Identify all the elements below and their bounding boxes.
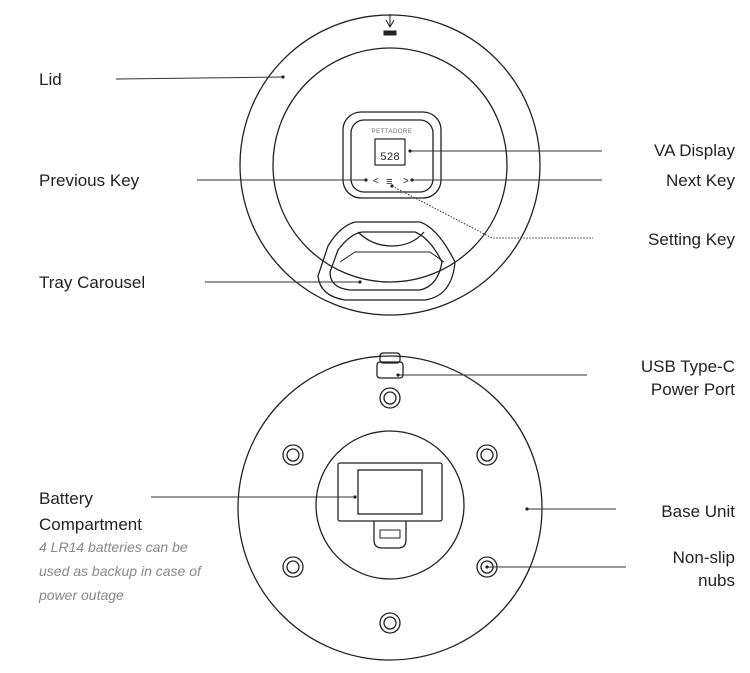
usb-port-bump <box>379 352 401 364</box>
label-next-key: Next Key <box>666 171 735 190</box>
label-setting-key: Setting Key <box>648 230 735 249</box>
tray-inner <box>329 231 443 291</box>
battery-inner <box>357 469 423 515</box>
leader-lines <box>115 76 626 568</box>
screen-digits: 528 <box>380 152 400 164</box>
next-key-icon: > <box>403 176 409 187</box>
battery-latch <box>373 521 407 549</box>
control-panel-inner <box>350 119 434 193</box>
setting-key-icon: ≡ <box>386 176 392 188</box>
label-va-display: VA Display <box>654 141 735 160</box>
usb-port <box>376 361 404 379</box>
leader-dots <box>281 75 529 569</box>
previous-key-icon: < <box>373 176 379 187</box>
label-non-slip-nubs: Non-slip nubs <box>672 548 735 590</box>
lid-inner-ring <box>272 47 508 283</box>
leader-setting-key <box>391 185 593 239</box>
base-inner-circle <box>315 430 465 580</box>
battery-note: 4 LR14 batteries can be used as backup i… <box>39 539 201 603</box>
label-base-unit: Base Unit <box>661 502 735 521</box>
label-battery-compartment: Battery Compartment <box>39 489 142 534</box>
non-slip-nubs <box>282 387 498 634</box>
brand-text: PETTADORE <box>372 129 413 135</box>
label-previous-key: Previous Key <box>39 171 140 190</box>
top-view-feeder: PETTADORE 528 < ≡ > <box>239 14 541 316</box>
top-logo-icon <box>383 14 397 36</box>
va-display-screen <box>374 138 406 166</box>
battery-compartment <box>337 462 443 522</box>
label-usb-port: USB Type-C Power Port <box>640 357 735 399</box>
label-tray-carousel: Tray Carousel <box>39 273 146 292</box>
base-outer-rim <box>237 355 543 661</box>
label-lid: Lid <box>39 70 62 89</box>
leader-lid <box>115 76 284 80</box>
bottom-view-feeder <box>237 352 543 661</box>
control-panel-outer <box>342 111 442 199</box>
tray-outer <box>317 221 456 301</box>
